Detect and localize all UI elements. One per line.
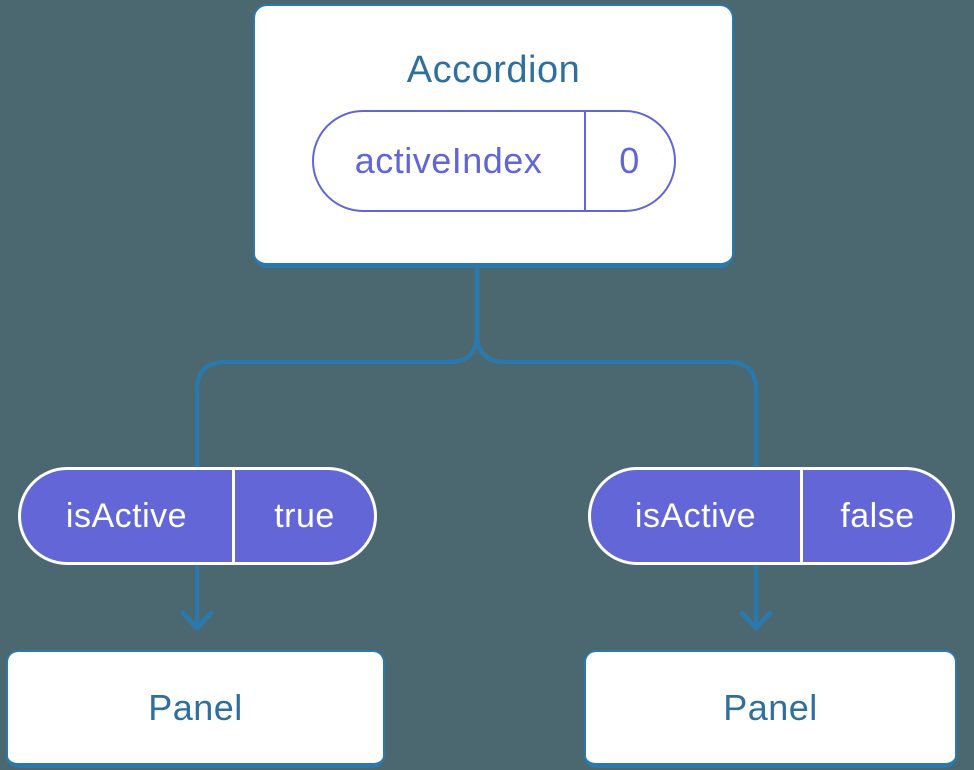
state-pill-value: 0 (619, 139, 640, 181)
panel-node-right: Panel (584, 650, 957, 768)
prop-pill-name: isActive (21, 470, 235, 562)
branch-left-line (194, 266, 480, 624)
panel-node-title: Panel (148, 686, 243, 728)
accordion-node-title: Accordion (406, 49, 581, 91)
arrow-down-icon-left (180, 610, 214, 631)
arrow-down-icon-right (739, 610, 773, 631)
branch-right-line (474, 266, 759, 624)
accordion-node: Accordion activeIndex 0 (253, 4, 734, 268)
prop-pill-isactive-left: isActive true (18, 467, 377, 565)
state-pill-activeindex: activeIndex 0 (311, 109, 676, 212)
prop-pill-value: false (840, 496, 915, 535)
prop-pill-name: isActive (591, 470, 803, 562)
prop-pill-isactive-right: isActive false (588, 467, 955, 565)
panel-node-left: Panel (6, 650, 385, 768)
panel-node-title: Panel (723, 686, 818, 728)
state-pill-name: activeIndex (314, 111, 586, 210)
prop-pill-value: true (274, 496, 335, 535)
